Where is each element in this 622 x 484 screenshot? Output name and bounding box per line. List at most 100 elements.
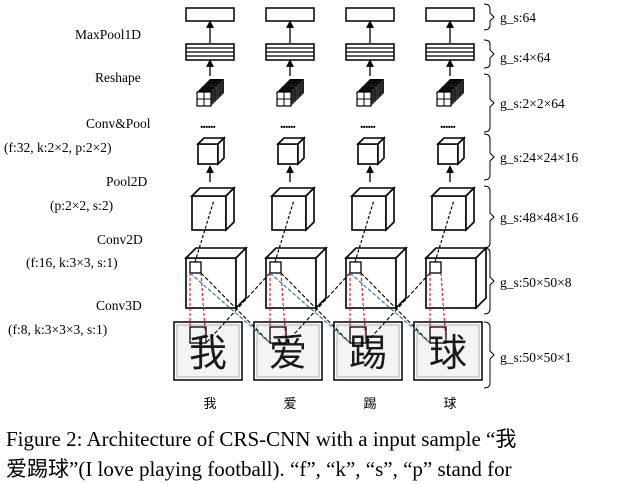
- architecture-figure: MaxPool1D Reshape Conv&Pool (f:32, k:2×2…: [4, 3, 578, 412]
- black-cross-back-1: [205, 272, 271, 344]
- layer-params-conv3d: (f:8, k:3×3×3, s:1): [8, 322, 107, 337]
- pool2d-cube-2-side: [305, 186, 315, 232]
- reshape-slab-4-5: [447, 79, 464, 82]
- reshape-block-3: [356, 79, 384, 107]
- pool2d-cube-2: [270, 186, 316, 232]
- convpool-cube-2: [276, 136, 306, 166]
- black-cross-back-3: [365, 272, 431, 344]
- layer-label-maxpool1d: MaxPool1D: [75, 27, 141, 42]
- black-cross-1: [200, 272, 271, 344]
- reshape-slab-4-1: [437, 89, 454, 92]
- convpool-cube-3-side: [377, 136, 385, 166]
- reshape-side-2-5: [301, 79, 304, 96]
- reshape-side-1-1: [211, 89, 214, 106]
- network-columns: ......我我......爱爱......踢踢......球球: [173, 7, 488, 412]
- reshape-slab-4-4: [444, 81, 462, 85]
- conv2d-cube-4: [424, 246, 488, 310]
- input-char-box-4: 球: [413, 321, 483, 381]
- layer-label-conv2d: Conv2D: [97, 232, 143, 247]
- shape-label-3: g_s:2×2×64: [500, 96, 565, 111]
- brace-7: [483, 321, 495, 389]
- reshape-side-4-3: [456, 84, 459, 101]
- reshape-side-2-1: [291, 89, 294, 106]
- reshape-slab-2-1: [277, 89, 294, 92]
- pool-link-3: [354, 199, 375, 263]
- reshape-slab-2-4: [284, 81, 302, 85]
- pool2d-cube-4: [430, 186, 476, 232]
- char-label-1: 我: [203, 397, 216, 412]
- layer-params-conv2d: (f:16, k:3×3, s:1): [26, 255, 118, 270]
- convpool-cube-1-front: [197, 143, 219, 165]
- dots-3: ......: [360, 117, 376, 132]
- pool-link-4: [434, 199, 455, 263]
- layer-params-convpool: (f:32, k:2×2, p:2×2): [4, 140, 111, 155]
- pool2d-cube-4-front: [431, 195, 467, 231]
- conv2d-kernel-1: [189, 261, 202, 274]
- char-label-4: 球: [443, 397, 456, 412]
- conv2d-kernel-2: [269, 261, 282, 274]
- reshape-side-4-4: [458, 81, 462, 99]
- dots-2: ......: [280, 117, 296, 132]
- reshape-side-1-2: [213, 86, 217, 104]
- reshape-slab-1-1: [197, 89, 214, 92]
- convpool-cube-4: [436, 136, 466, 166]
- conv2d-cube-2-side: [315, 246, 327, 310]
- black-cross-back-2: [285, 272, 351, 344]
- black-cross-3: [360, 272, 431, 344]
- input-glyph-1: 我: [189, 331, 227, 375]
- red-link-b-1: [200, 272, 207, 344]
- pool2d-cube-1-side: [225, 186, 235, 232]
- convpool-cube-3-front: [357, 143, 379, 165]
- layer-label-reshape: Reshape: [95, 70, 141, 85]
- convpool-cube-1-side: [217, 136, 225, 166]
- convpool-cube-2-side: [297, 136, 305, 166]
- conv2d-kernel-3: [349, 261, 362, 274]
- convpool-cube-4-side: [457, 136, 465, 166]
- reshape-side-4-1: [451, 89, 454, 106]
- reshape-side-3-5: [381, 79, 384, 96]
- reshape-side-3-4: [378, 81, 382, 99]
- input-inner-4: [416, 324, 480, 378]
- pool-link-2: [274, 199, 295, 263]
- figure-caption: Figure 2: Architecture of CRS-CNN with a…: [6, 424, 618, 484]
- reshape-side-1-4: [218, 81, 222, 99]
- pool2d-cube-4-side: [465, 186, 475, 232]
- brace-3: [483, 73, 495, 133]
- reshape-side-4-5: [461, 79, 464, 96]
- input-inner-2: [256, 324, 320, 378]
- shape-braces: g_s:64 g_s:4×64 g_s:2×2×64 g_s:24×24×16 …: [483, 3, 578, 389]
- reshape-slab-3-4: [364, 81, 382, 85]
- red-link-b-3: [360, 272, 367, 344]
- reshape-slab-3-3: [362, 84, 379, 87]
- pool2d-cube-1-front: [191, 195, 227, 231]
- convpool-cube-3: [356, 136, 386, 166]
- reshape-slab-1-4: [204, 81, 222, 85]
- reshape-slab-3-5: [367, 79, 384, 82]
- shape-label-5: g_s:48×48×16: [500, 210, 578, 225]
- brace-4: [483, 133, 495, 181]
- shape-label-7: g_s:50×50×1: [500, 350, 571, 365]
- char-label-3: 踢: [363, 397, 376, 412]
- reshape-slab-3-1: [357, 89, 374, 92]
- reshape-slab-4-3: [442, 84, 459, 87]
- reshape-slab-1-5: [207, 79, 224, 82]
- reshape-side-1-5: [221, 79, 224, 96]
- convpool-cube-2-front: [277, 143, 299, 165]
- reshape-side-3-1: [371, 89, 374, 106]
- layer-label-conv3d: Conv3D: [96, 298, 142, 313]
- conv2d-cube-1-side: [235, 246, 247, 310]
- shape-label-2: g_s:4×64: [500, 50, 551, 65]
- conv2d-cube-3-side: [395, 246, 407, 310]
- shape-label-1: g_s:64: [500, 10, 536, 25]
- pool2d-cube-1: [190, 186, 236, 232]
- reshape-slab-2-3: [282, 84, 299, 87]
- stack-bars-3: [345, 43, 395, 61]
- red-link-b-2: [280, 272, 287, 344]
- dots-1: ......: [200, 117, 216, 132]
- caption-line-2: 爱踢球”(I love playing football). “f”, “k”,…: [6, 457, 512, 481]
- layer-label-convpool: Conv&Pool: [86, 116, 151, 131]
- reshape-block-4: [436, 79, 464, 107]
- black-cross-2: [280, 272, 351, 344]
- pool2d-cube-2-front: [271, 195, 307, 231]
- reshape-side-3-2: [373, 86, 377, 104]
